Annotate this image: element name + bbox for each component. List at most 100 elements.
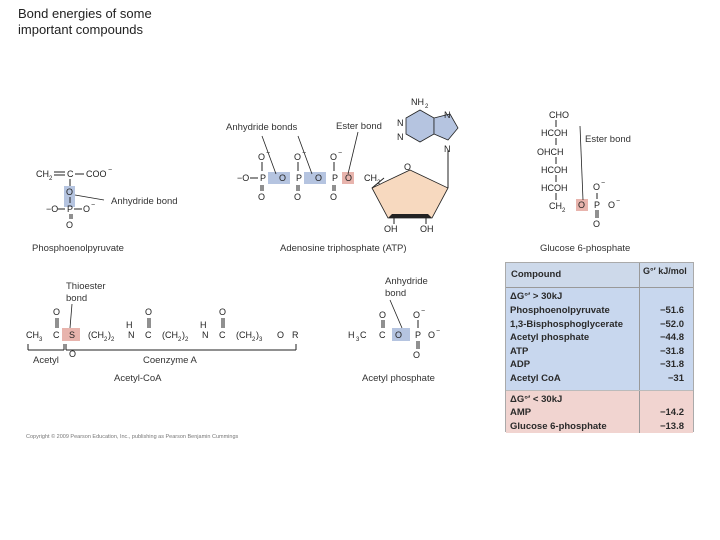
atp-ester-highlight [342, 172, 354, 184]
group2-label: ΔG°′ < 30kJ [510, 394, 563, 405]
svg-text:O: O [330, 152, 337, 162]
table-header: Compound G°′ kJ/mol [506, 263, 693, 288]
table-row: Glucose 6-phosphate−13.8 [510, 420, 692, 433]
svg-text:2: 2 [185, 337, 189, 343]
energy-value: −52.0 [659, 318, 684, 330]
compound-name: Phosphoenolpyruvate [510, 305, 610, 316]
svg-text:S: S [69, 330, 75, 340]
svg-text:O: O [258, 192, 265, 202]
acetyl-phosphate-bond-label: Anhydride bond [385, 276, 428, 299]
g6p-ester-highlight [576, 199, 588, 211]
svg-text:2: 2 [562, 208, 566, 214]
header-compound: Compound [511, 269, 562, 280]
svg-text:OHCH: OHCH [537, 147, 564, 157]
table-row: ATP−31.8 [510, 345, 692, 358]
svg-text:R: R [292, 330, 299, 340]
group1-label-row: ΔG°′ > 30kJ [510, 290, 692, 303]
svg-text:CHO: CHO [549, 110, 569, 120]
group1-label: ΔG°′ > 30kJ [510, 291, 563, 302]
g6p-ester-bond-label: Ester bond [585, 134, 631, 145]
pep-phosphate-highlight [64, 186, 75, 207]
svg-text:HCOH: HCOH [541, 128, 568, 138]
energy-value: −44.8 [659, 332, 684, 343]
svg-text:O: O [315, 173, 322, 183]
svg-text:O: O [66, 187, 73, 197]
svg-text:P: P [296, 173, 302, 183]
compound-name: AMP [510, 407, 532, 418]
svg-text:N: N [397, 118, 404, 128]
svg-text:−: − [601, 180, 605, 187]
svg-text:HCOH: HCOH [541, 165, 568, 175]
svg-text:−O: −O [237, 173, 249, 183]
svg-text:O: O [413, 350, 420, 360]
compound-name: ADP [510, 359, 531, 370]
svg-text:−: − [91, 202, 95, 209]
table-row: Phosphoenolpyruvate−51.6 [510, 304, 692, 317]
g6p-name: Glucose 6-phosphate [540, 243, 631, 254]
adenine-ring [405, 109, 435, 143]
svg-text:): ) [182, 330, 185, 340]
svg-text:2: 2 [104, 337, 108, 343]
compound-name: Acetyl phosphate [510, 332, 590, 343]
svg-text:3: 3 [259, 337, 263, 343]
svg-text:−: − [616, 198, 620, 205]
svg-text:P: P [594, 200, 600, 210]
svg-text:N: N [202, 330, 209, 340]
svg-text:−: − [421, 308, 425, 315]
svg-text:O: O [219, 307, 226, 317]
svg-text:O: O [608, 200, 615, 210]
svg-text:H: H [126, 320, 133, 330]
svg-text:OH: OH [420, 224, 434, 234]
svg-text:C: C [360, 330, 367, 340]
svg-text:O: O [145, 307, 152, 317]
svg-text:CH: CH [36, 169, 49, 179]
pep-anhydride-bond-label: Anhydride bond [111, 196, 178, 207]
svg-text:O: O [404, 162, 411, 172]
svg-text:(CH: (CH [162, 330, 178, 340]
svg-text:CH: CH [26, 330, 39, 340]
svg-text:3: 3 [356, 337, 360, 343]
acetyl-phosphate-bond-highlight [392, 328, 410, 341]
svg-text:C: C [67, 169, 74, 179]
svg-text:OH: OH [384, 224, 398, 234]
svg-text:O: O [345, 173, 352, 183]
svg-text:P: P [415, 330, 421, 340]
acetyl-coa-name: Acetyl-CoA [114, 373, 162, 384]
table-row: Acetyl CoA−31 [510, 372, 692, 385]
svg-text:O: O [413, 310, 420, 320]
compound-name: ATP [510, 345, 529, 357]
svg-text:NH: NH [411, 97, 424, 107]
energy-value: −31 [667, 372, 684, 384]
compound-name: Glucose 6-phosphate [510, 420, 607, 432]
atp-bond1-highlight [268, 172, 290, 184]
svg-text:): ) [256, 330, 259, 340]
atp-name: Adenosine triphosphate (ATP) [280, 243, 407, 254]
acetyl-label: Acetyl [33, 355, 59, 366]
svg-text:P: P [332, 173, 338, 183]
ribose-ring [371, 169, 449, 219]
svg-text:O: O [294, 192, 301, 202]
svg-text:O: O [428, 330, 435, 340]
svg-text:N: N [444, 110, 451, 120]
atp-ester-bond-label: Ester bond [336, 121, 382, 132]
svg-text:−O: −O [46, 204, 58, 214]
svg-text:O: O [395, 330, 402, 340]
svg-text:−: − [338, 150, 342, 157]
svg-text:2: 2 [252, 337, 256, 343]
coenzyme-a-label: Coenzyme A [143, 355, 197, 366]
svg-text:N: N [128, 330, 135, 340]
svg-text:(CH: (CH [236, 330, 252, 340]
svg-text:O: O [258, 152, 265, 162]
acetyl-phosphate-name: Acetyl phosphate [362, 373, 435, 384]
svg-text:2: 2 [111, 337, 115, 343]
svg-text:−: − [436, 328, 440, 335]
svg-text:C: C [219, 330, 226, 340]
pep-name: Phosphoenolpyruvate [32, 243, 124, 254]
